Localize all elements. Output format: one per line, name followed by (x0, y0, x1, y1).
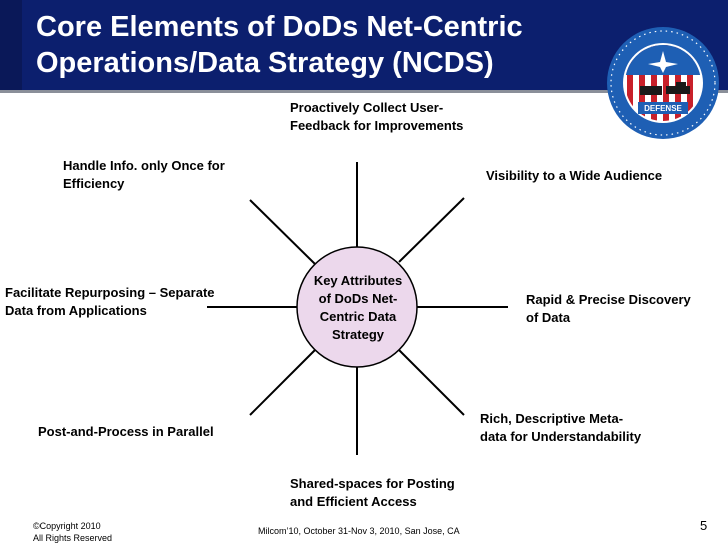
center-label: Key Attributes of DoDs Net- Centric Data… (313, 273, 403, 342)
label-bottom-right: Rich, Descriptive Meta- data for Underst… (480, 411, 642, 444)
seal-text: DEFENSE (644, 104, 682, 113)
center-circle (296, 246, 418, 368)
tank-icon (666, 86, 690, 94)
title-line-2: Operations/Data Strategy (NCDS) (36, 47, 494, 79)
label-right: Rapid & Precise Discovery of Data (526, 292, 691, 325)
page-number: 5 (700, 518, 708, 533)
banner-stripe (0, 0, 22, 90)
copyright-icon: © (33, 521, 40, 531)
copyright: ©Copyright 2010 (33, 520, 101, 532)
rights-reserved: All Rights Reserved (33, 533, 113, 543)
event-footer: Milcom’10, October 31-Nov 3, 2010, San J… (258, 526, 460, 536)
seal-star-ring (610, 30, 716, 136)
seal-stripes (625, 45, 701, 121)
defense-seal-logo: DEFENSE (607, 27, 719, 139)
label-bottom-left: Post-and-Process in Parallel (38, 424, 214, 439)
spoke-line-top-right (398, 197, 465, 263)
title-rule (0, 90, 728, 93)
spoke-line-bottom-left (249, 349, 316, 416)
label-top: Proactively Collect User- Feedback for I… (290, 100, 464, 133)
label-top-left: Handle Info. only Once for Efficiency (63, 158, 225, 191)
title-line-1: Core Elements of DoDs Net-Centric (36, 11, 523, 43)
spoke-line-bottom-right (398, 349, 465, 416)
slide-title: Core Elements of DoDs Net-Centric Operat… (36, 9, 596, 81)
spoke-line-top-left (249, 199, 316, 265)
title-banner: Core Elements of DoDs Net-Centric Operat… (0, 0, 728, 90)
ship-icon (640, 86, 662, 95)
label-top-right: Visibility to a Wide Audience (486, 168, 663, 183)
copyright-year: Copyright 2010 (39, 521, 101, 531)
label-bottom: Shared-spaces for Posting and Efficient … (290, 476, 455, 509)
label-left: Facilitate Repurposing – Separate Data f… (5, 285, 215, 318)
seal-banner (638, 102, 688, 114)
jet-icon (648, 51, 678, 73)
